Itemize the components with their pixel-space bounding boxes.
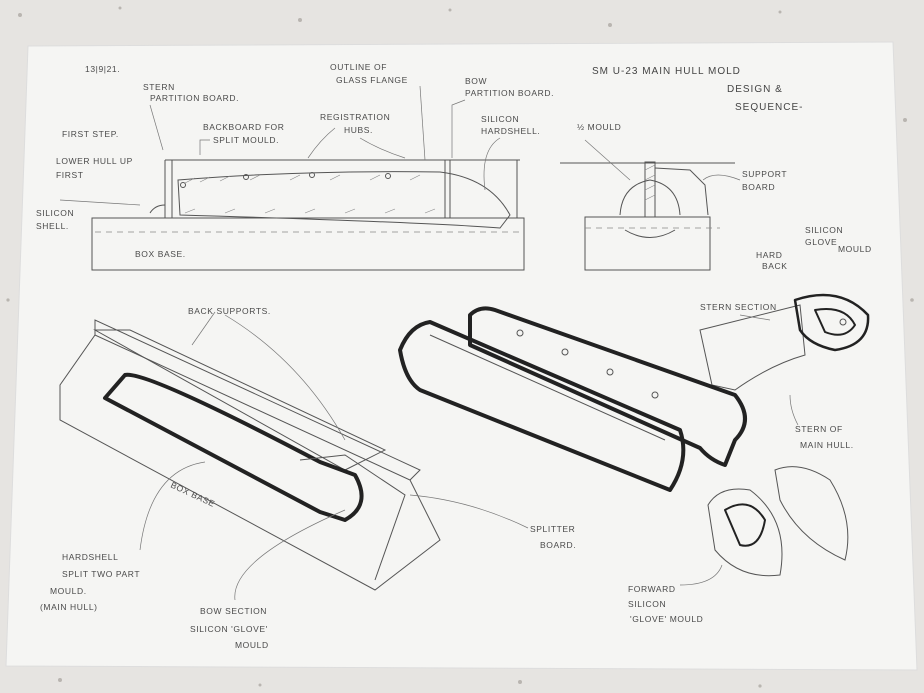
title-line-1: SM U-23 MAIN HULL MOLD <box>592 66 741 77</box>
hardshell-label-2: SPLIT TWO PART <box>62 569 140 579</box>
hardshell-label: HARDSHELL <box>62 552 118 562</box>
split-mould-drawing <box>398 306 747 492</box>
stern-partition-label: STERN <box>143 82 175 92</box>
glove-mould-label: SILICON <box>805 225 843 235</box>
first-step-label: FIRST STEP. <box>62 129 119 139</box>
silicon-hardshell-label: SILICON <box>481 114 519 124</box>
glove-mould-label-2: GLOVE <box>805 237 837 247</box>
bow-section-label-2: SILICON 'GLOVE' <box>190 624 268 634</box>
silicon-hardshell-label-2: HARDSHELL. <box>481 126 540 136</box>
support-board-label: SUPPORT <box>742 169 787 179</box>
splitter-board-label-2: BOARD. <box>540 540 576 550</box>
registration-hubs-label: REGISTRATION <box>320 112 390 122</box>
splitter-board-label: SPLITTER <box>530 524 575 534</box>
paper-sheet <box>5 41 918 671</box>
bow-section-label: BOW SECTION <box>200 606 267 616</box>
stern-main-hull-label: STERN OF <box>795 424 843 434</box>
registration-hubs-label-2: HUBS. <box>344 125 373 135</box>
forward-mould-label-3: 'GLOVE' MOULD <box>630 614 703 624</box>
stern-section-label: STERN SECTION <box>700 302 777 312</box>
silicon-shell-label-2: SHELL. <box>36 221 69 231</box>
title-line-2: DESIGN & <box>727 84 783 95</box>
title-line-3: SEQUENCE- <box>735 102 803 113</box>
forward-mould-drawing <box>707 466 849 577</box>
hardshell-label-4: (MAIN HULL) <box>40 602 98 612</box>
bow-section-label-3: MOULD <box>235 640 269 650</box>
end-view-drawing <box>560 161 735 271</box>
forward-mould-label: FORWARD <box>628 584 676 594</box>
side-view-drawing <box>91 159 525 271</box>
lower-hull-label: LOWER HULL UP <box>56 156 133 166</box>
iso-box-drawing <box>59 319 441 591</box>
glove-mould-label-3: MOULD <box>838 244 872 254</box>
hardshell-label-3: MOULD. <box>50 586 87 596</box>
leader-lines <box>59 85 799 601</box>
silicon-shell-label: SILICON <box>36 208 74 218</box>
forward-mould-label-2: SILICON <box>628 599 666 609</box>
stern-section-drawing <box>699 293 870 391</box>
bow-partition-label: BOW <box>465 76 487 86</box>
support-board-label-2: BOARD <box>742 182 775 192</box>
hard-back-label: HARD <box>756 250 783 260</box>
back-supports-label: BACK SUPPORTS. <box>188 306 271 316</box>
backboard-label-2: SPLIT MOULD. <box>213 135 279 145</box>
lower-hull-label-2: FIRST <box>56 170 84 180</box>
date-label: 13|9|21. <box>85 64 120 74</box>
hard-back-label-2: BACK <box>762 261 788 271</box>
stern-main-hull-label-2: MAIN HULL. <box>800 440 854 450</box>
bow-partition-label-2: PARTITION BOARD. <box>465 88 554 98</box>
glass-flange-label: OUTLINE OF <box>330 62 387 72</box>
glass-flange-label-2: GLASS FLANGE <box>336 75 408 85</box>
half-mould-label: ½ MOULD <box>577 122 621 132</box>
stern-partition-label-2: PARTITION BOARD. <box>150 93 239 103</box>
backboard-label: BACKBOARD FOR <box>203 122 284 132</box>
box-base-label: BOX BASE. <box>135 249 186 259</box>
